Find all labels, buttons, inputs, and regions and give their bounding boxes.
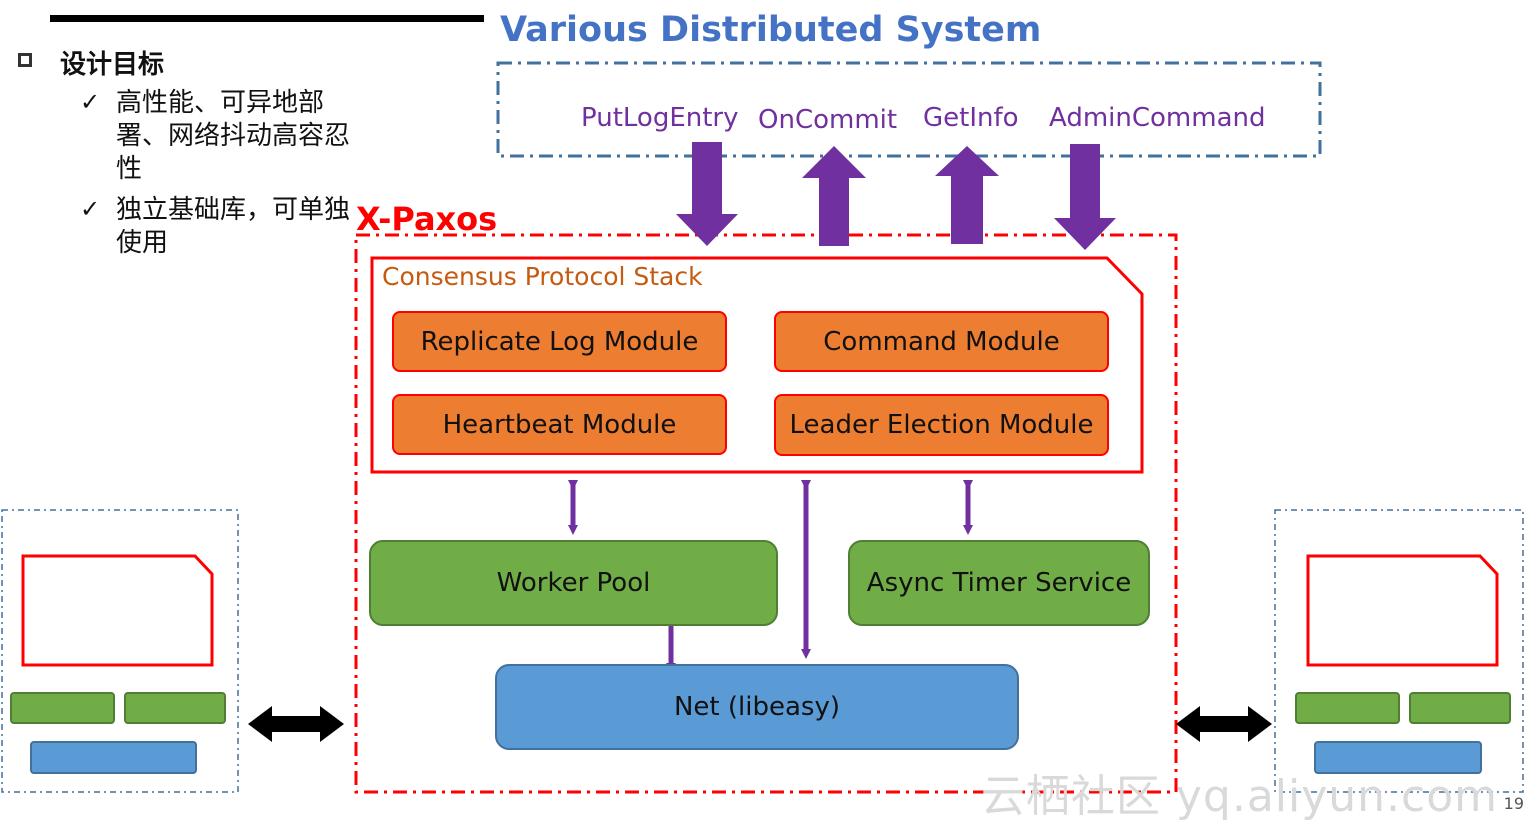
- right-node-timer: [1409, 692, 1511, 724]
- diagram-title: Various Distributed System: [500, 10, 1042, 50]
- leader-election-module: Leader Election Module: [774, 394, 1109, 456]
- xpaxos-label: X-Paxos: [356, 200, 498, 238]
- bullet-2-line-2: 使用: [116, 228, 169, 258]
- worker-pool-label: Worker Pool: [496, 568, 651, 598]
- putlogentry-down-arrow: [676, 142, 738, 246]
- api-box: [496, 61, 1322, 158]
- command-module-label: Command Module: [823, 326, 1060, 357]
- left-node-stack: [21, 554, 214, 667]
- left-node-worker: [10, 692, 115, 724]
- api-getinfo: GetInfo: [923, 103, 1019, 133]
- check-icon: ✓: [80, 88, 101, 116]
- right-node-stack: [1306, 554, 1499, 667]
- design-goals-heading: 设计目标: [60, 50, 165, 80]
- replicate-log-module-label: Replicate Log Module: [420, 326, 699, 357]
- left-link-arrow: [248, 706, 344, 742]
- left-node-net: [30, 741, 197, 774]
- square-bullet-icon: [18, 53, 32, 67]
- net-libeasy: Net (libeasy): [495, 664, 1019, 750]
- api-admincommand: AdminCommand: [1049, 103, 1266, 133]
- command-module: Command Module: [774, 311, 1109, 372]
- heartbeat-module-label: Heartbeat Module: [442, 409, 677, 440]
- bullet-1-line-1: 高性能、可异地部: [116, 88, 325, 118]
- xpaxos-boundary: [354, 233, 1178, 794]
- async-timer-service: Async Timer Service: [848, 540, 1150, 626]
- async-timer-service-label: Async Timer Service: [866, 568, 1132, 598]
- bullet-2-line-1: 独立基础库，可单独: [116, 195, 351, 225]
- top-rule: [50, 15, 484, 22]
- bullet-1-line-3: 性: [116, 154, 143, 184]
- right-node-boundary: [1274, 509, 1524, 793]
- left-node-boundary: [1, 509, 239, 793]
- bullet-1-line-2: 署、网络抖动高容忍: [116, 121, 351, 151]
- leader-election-module-label: Leader Election Module: [789, 410, 1094, 440]
- heartbeat-module: Heartbeat Module: [392, 394, 727, 455]
- admincommand-down-arrow: [1054, 144, 1116, 250]
- net-libeasy-label: Net (libeasy): [673, 692, 840, 722]
- consensus-stack-label: Consensus Protocol Stack: [382, 262, 703, 291]
- left-node-timer: [124, 692, 226, 724]
- worker-pool: Worker Pool: [369, 540, 778, 626]
- right-node-net: [1314, 741, 1482, 774]
- api-oncommit: OnCommit: [758, 105, 898, 135]
- oncommit-up-arrow: [802, 146, 866, 246]
- check-icon: ✓: [80, 195, 101, 223]
- right-link-arrow: [1176, 706, 1272, 742]
- replicate-log-module: Replicate Log Module: [392, 311, 727, 372]
- getinfo-up-arrow: [935, 146, 999, 244]
- watermark: 云栖社区 yq.aliyun.com: [980, 771, 1498, 822]
- page-number: 19: [1503, 794, 1524, 813]
- api-putlogentry: PutLogEntry: [581, 103, 739, 133]
- right-node-worker: [1295, 692, 1400, 724]
